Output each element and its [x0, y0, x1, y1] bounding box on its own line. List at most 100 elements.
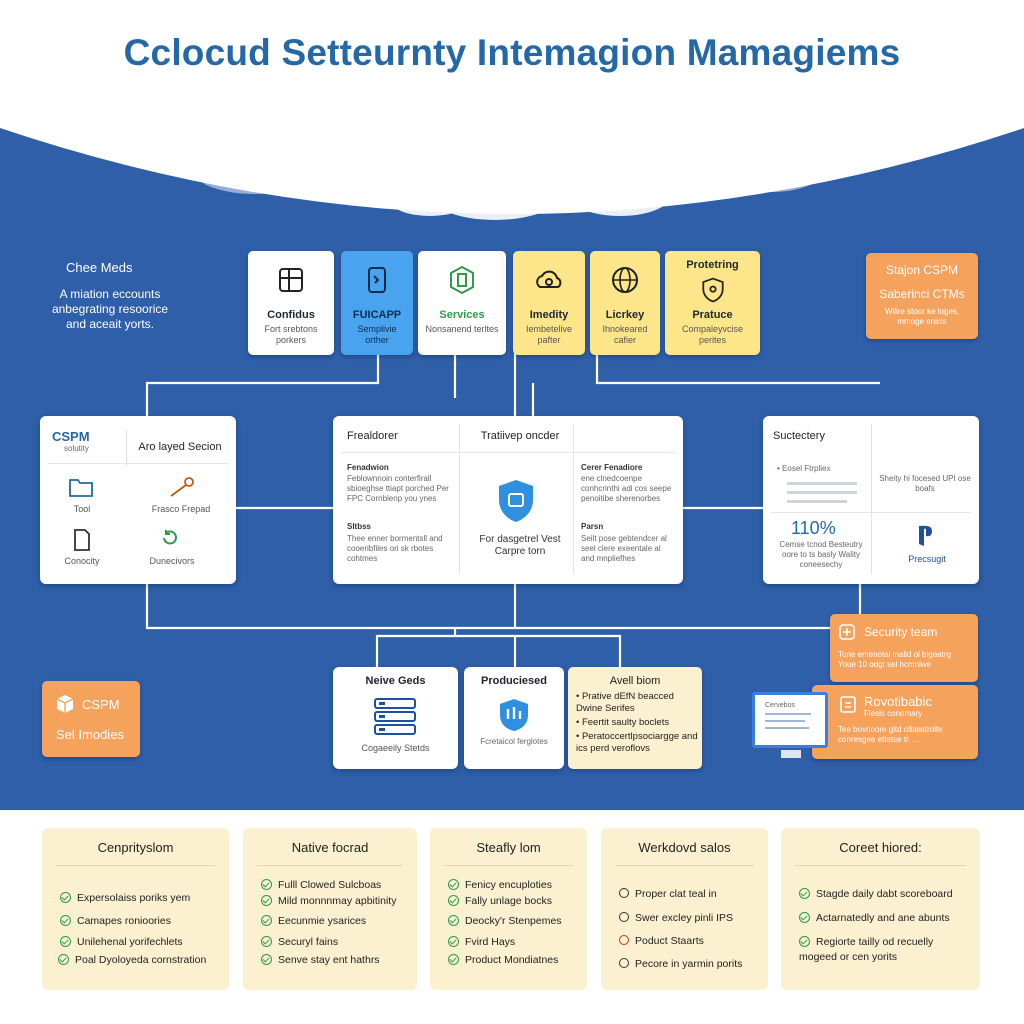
- tile-sub: Semplivie orther: [357, 324, 397, 345]
- card-title: Werkdovd salos: [638, 840, 731, 855]
- section-text: Feblownnoin conterfirall sbioeghse ttiap…: [347, 474, 449, 503]
- check-item: Fally unlage bocks: [448, 895, 552, 907]
- box-title: Avell biom: [609, 675, 661, 687]
- check-icon: [448, 954, 459, 965]
- shield-icon: [499, 480, 533, 522]
- box-title: Security team: [864, 625, 938, 639]
- monitor-icon: Cervebos: [752, 692, 828, 748]
- bottom-card-native-focrad[interactable]: Native focrad Fulll Clowed Sulcboas Mild…: [243, 828, 417, 990]
- tile-sub: Fort srebtons porkers: [264, 324, 318, 345]
- item-label: Tool: [73, 504, 91, 514]
- shield-icon: [701, 277, 724, 303]
- check-item: Actarnatedly and ane abunts: [799, 912, 950, 924]
- check-item: Camapes ronioories: [60, 915, 171, 927]
- bottom-card-steafly-lom[interactable]: Steafly lom Fenicy encuploties Fally unl…: [430, 828, 587, 990]
- cspm-badge[interactable]: CSPM Sel Imodies: [42, 681, 140, 757]
- box-title: Stajon CSPM: [885, 263, 959, 277]
- bullet-item: • Prative dEfN beacced Dwine Serifes: [576, 691, 674, 714]
- check-item: Stagde daily dabt scoreboard: [799, 888, 953, 900]
- roadmap-box[interactable]: Rovotibabic Fiesis conomary Tee bovnoore…: [812, 685, 978, 759]
- logo-label: Precsugit: [908, 554, 946, 564]
- tile-pratuce[interactable]: Protetring Pratuce Compaleyvcise perites: [665, 251, 760, 355]
- circle-item: Pecore in yarmin porits: [619, 958, 742, 970]
- cspm-logo-sub: solutity: [64, 444, 89, 453]
- document-icon: [74, 529, 90, 551]
- check-icon: [58, 954, 69, 965]
- circle-item: Swer excley pinli IPS: [619, 912, 733, 924]
- item-label: Conocity: [64, 556, 100, 566]
- circle-item: Poduct Staarts: [619, 935, 704, 947]
- key-icon: [170, 477, 194, 497]
- tile-title: Services: [439, 309, 485, 321]
- card-title: Produciesed: [480, 675, 548, 687]
- cube-icon: [56, 695, 74, 713]
- tile-licrkey[interactable]: Licrkey Ihnokeared cafier: [590, 251, 660, 355]
- neive-geds-card[interactable]: Neive Geds Cogaeeily Stetds: [333, 667, 458, 769]
- page-title: Cclocud Settеurnty Intemagion Mamagiems: [123, 32, 901, 73]
- produciesed-card[interactable]: Produciesed Fcretaicol ferglotes: [464, 667, 564, 769]
- bullet-item: • Peratoccertlpsociargge and ics perd ve…: [576, 731, 698, 754]
- suctectery-card[interactable]: Suctectery • Eosel Ftrpliex Sheity hi fo…: [763, 416, 979, 584]
- clipboard-icon: [840, 696, 856, 713]
- tile-title: FUICAPP: [352, 309, 402, 321]
- card-title: Neive Geds: [365, 675, 426, 687]
- playstation-logo-icon: [919, 525, 932, 546]
- tile-confidus[interactable]: Confidus Fort srebtons porkers: [248, 251, 334, 355]
- tile-services[interactable]: Services Nonsanend terltes: [418, 251, 506, 355]
- section-title: Fenadwion: [347, 463, 389, 472]
- refresh-icon: [163, 530, 177, 545]
- box-sub: Fiesis conomary: [864, 709, 923, 718]
- center-header-left: Frealdorer: [347, 430, 398, 442]
- bottom-card-cenprityslom[interactable]: Cenprityslom Expersolaiss poriks yem Cam…: [42, 828, 229, 990]
- check-icon: [60, 892, 71, 903]
- list-lines: [777, 478, 857, 503]
- card-label: Cogaeeily Stetds: [361, 743, 430, 753]
- bottom-card-coreet-hiored[interactable]: Coreet hiored: Stagde daily dabt scorebo…: [781, 828, 980, 990]
- check-icon: [448, 879, 459, 890]
- check-icon: [261, 936, 272, 947]
- box-sub: Saberinci CTMs: [879, 287, 965, 301]
- badge-title: CSPM: [82, 697, 120, 712]
- monitor-title: Cervebos: [765, 702, 795, 709]
- circle-icon: [619, 912, 629, 922]
- check-icon: [448, 936, 459, 947]
- section-title: Parsn: [581, 522, 604, 531]
- security-team-box[interactable]: Security team Tone emenotal lnalld ol bi…: [830, 614, 978, 682]
- card-header: Suctectery: [773, 430, 825, 442]
- card-title: Cenprityslom: [97, 840, 174, 855]
- tablet-icon: [450, 265, 474, 295]
- circle-item: Proper clat teal in: [619, 888, 717, 900]
- tile-imedity[interactable]: Imedity Iembetelive pafter: [513, 251, 585, 355]
- check-icon: [60, 915, 71, 926]
- check-item: Poal Dyoloyeda cornstration: [58, 954, 206, 966]
- box-title: Rovotibabic: [864, 694, 932, 709]
- check-icon: [799, 912, 810, 923]
- item-label: Frasco Frepad: [151, 504, 211, 514]
- stajon-cspm-box[interactable]: Stajon CSPM Saberinci CTMs Wilire stoor …: [866, 253, 978, 339]
- avell-biom-box[interactable]: Avell biom • Prative dEfN beacced Dwine …: [568, 667, 702, 769]
- item-label: Dunecivors: [149, 556, 195, 566]
- center-header-right: Tratiivep oncder: [480, 430, 560, 442]
- tile-sub: Compaleyvcise perites: [681, 324, 744, 345]
- check-icon: [261, 879, 272, 890]
- section-text: Seilt pose gebtendcer al seel clere exee…: [581, 534, 667, 563]
- connector-lines: [145, 352, 880, 667]
- check-icon: [448, 895, 459, 906]
- phone-icon: [368, 267, 386, 293]
- metric-caption: Cemse tcnod Besteutry oore to ts basly W…: [779, 540, 863, 569]
- cloud-gear-icon: [536, 270, 562, 288]
- shield-icon: [839, 624, 855, 640]
- tile-fuicapp[interactable]: FUICAPP Semplivie orther: [341, 251, 413, 355]
- cspm-solution-card[interactable]: CSPM solutity Aro layed Secion Tool Fras…: [40, 416, 236, 584]
- server-list-icon: [374, 698, 416, 735]
- side-text: Sheity hi focesed UPI ose boafs: [879, 474, 971, 493]
- check-item: Fvird Hays: [448, 936, 515, 948]
- tile-title: Imedity: [529, 309, 569, 321]
- bottom-card-werkdovd-salos[interactable]: Werkdovd salos Proper clat teal in Swer …: [601, 828, 768, 990]
- tile-heading: Protetring: [686, 259, 739, 271]
- center-card[interactable]: Frealdorer Tratiivep oncder Fenadwion Fe…: [333, 416, 683, 584]
- tile-sub: Nonsanend terltes: [425, 324, 499, 334]
- check-item: Deocky'r Stenpemes: [448, 915, 562, 927]
- check-item: Product Mondiatnes: [448, 954, 558, 966]
